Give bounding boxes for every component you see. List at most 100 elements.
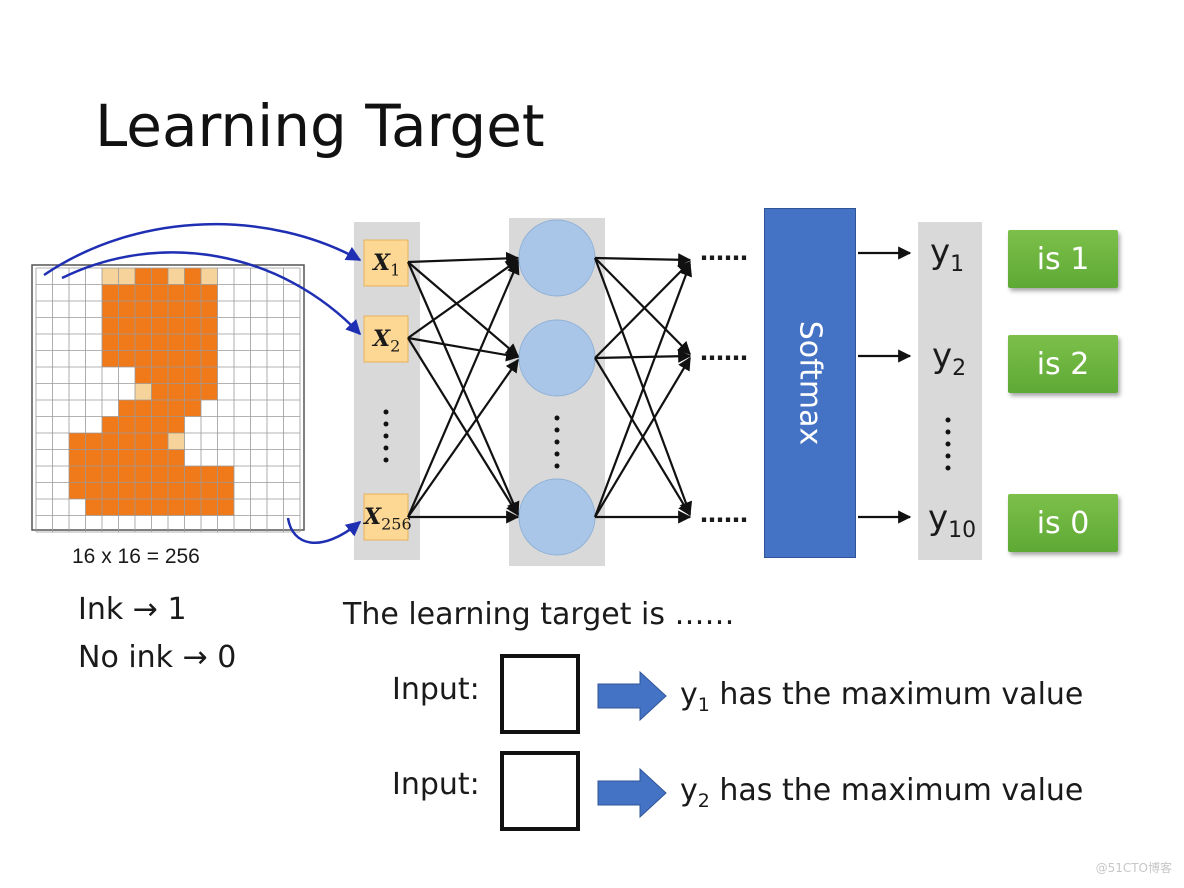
pixel-cell xyxy=(217,466,234,483)
pixel-cell xyxy=(184,400,201,417)
pixel-cell xyxy=(217,499,234,516)
pixel-cell xyxy=(184,482,201,499)
pixel-cell xyxy=(151,334,168,351)
ink-rule-2: No ink → 0 xyxy=(78,640,237,675)
pixel-cell xyxy=(118,268,135,285)
pixel-cell xyxy=(102,284,119,301)
pixel-cell xyxy=(102,466,119,483)
input-label-x2: X2 xyxy=(373,326,401,356)
pixel-cell xyxy=(168,268,185,285)
pixel-cell xyxy=(168,482,185,499)
vertical-ellipsis-input xyxy=(383,409,389,463)
pixel-cell xyxy=(151,350,168,367)
vertical-ellipsis-hidden xyxy=(554,415,560,469)
pixel-cell xyxy=(201,466,218,483)
pixel-cell xyxy=(151,466,168,483)
pixel-cell xyxy=(201,499,218,516)
pixel-cell xyxy=(201,367,218,384)
output-label-y2: y2 xyxy=(932,336,967,381)
pixel-cell xyxy=(85,482,102,499)
pixel-cell xyxy=(135,350,152,367)
digit-pixel-grid xyxy=(31,264,305,533)
pixel-cell xyxy=(151,482,168,499)
handwritten-one-image xyxy=(500,654,580,734)
input-box-x256 xyxy=(363,493,409,541)
pixel-cell xyxy=(85,466,102,483)
pixel-cell xyxy=(118,317,135,334)
pixel-cell xyxy=(102,416,119,433)
pixel-cell xyxy=(184,367,201,384)
pixel-cell xyxy=(102,317,119,334)
horizontal-ellipsis-2: …… xyxy=(700,338,748,366)
pixel-cell xyxy=(151,268,168,285)
grid-caption: 16 x 16 = 256 xyxy=(72,545,200,568)
pixel-cell xyxy=(184,317,201,334)
output-layer-column xyxy=(918,222,982,560)
is-0-label-box: is 0 xyxy=(1008,494,1118,552)
pixel-cell xyxy=(184,350,201,367)
hidden-neuron-3 xyxy=(518,478,596,556)
horizontal-ellipsis-3: …… xyxy=(700,500,748,528)
pixel-cell xyxy=(201,383,218,400)
pixel-cell xyxy=(85,499,102,516)
pixel-cell xyxy=(151,449,168,466)
pixel-to-input-arrows xyxy=(43,222,362,545)
pixel-cell xyxy=(151,367,168,384)
pixel-cell xyxy=(118,301,135,318)
hidden-next-connections xyxy=(593,253,693,524)
is-2-label-box: is 2 xyxy=(1008,335,1118,393)
example-2-result: y2 has the maximum value xyxy=(680,773,1084,812)
pixel-cell xyxy=(135,317,152,334)
pixel-cell xyxy=(102,350,119,367)
pixel-cell xyxy=(201,268,218,285)
pixel-cell xyxy=(69,433,86,450)
pixel-cell xyxy=(102,433,119,450)
pixel-cell xyxy=(168,334,185,351)
pixel-cell xyxy=(168,433,185,450)
pixel-cell xyxy=(168,317,185,334)
pixel-cell xyxy=(184,284,201,301)
hidden-neuron-1 xyxy=(518,219,596,297)
pixel-cell xyxy=(217,482,234,499)
pixel-cell xyxy=(184,268,201,285)
pixel-cell xyxy=(118,482,135,499)
vertical-ellipsis-output xyxy=(945,417,951,471)
pixel-cell xyxy=(118,499,135,516)
pixel-cell xyxy=(168,284,185,301)
pixel-cell xyxy=(135,449,152,466)
pixel-cell xyxy=(85,433,102,450)
watermark: @51CTO博客 xyxy=(1095,861,1172,875)
hidden-neuron-2 xyxy=(518,319,596,397)
ink-rule-1: Ink → 1 xyxy=(78,592,187,627)
pixel-cell xyxy=(118,466,135,483)
input-label-x256: X256 xyxy=(364,504,412,534)
pixel-cell xyxy=(201,350,218,367)
pixel-cell xyxy=(168,301,185,318)
example-1-result: y1 has the maximum value xyxy=(680,677,1084,716)
is-1-label-box: is 1 xyxy=(1008,230,1118,288)
pixel-cell xyxy=(151,400,168,417)
pixel-cell xyxy=(135,268,152,285)
block-arrows xyxy=(597,670,667,819)
pixel-cell xyxy=(151,416,168,433)
pixel-cell xyxy=(184,499,201,516)
input-box-x1 xyxy=(363,239,409,287)
pixel-cell xyxy=(151,317,168,334)
output-label-y10: y10 xyxy=(928,498,977,543)
pixel-cell xyxy=(135,416,152,433)
pixel-cell xyxy=(69,466,86,483)
pixel-cell xyxy=(135,383,152,400)
pixel-cell xyxy=(151,433,168,450)
pixel-cell xyxy=(201,301,218,318)
pixel-cell xyxy=(184,301,201,318)
pixel-cell xyxy=(201,284,218,301)
pixel-cell xyxy=(201,317,218,334)
example-2-input-label: Input: xyxy=(392,767,480,802)
pixel-cell xyxy=(168,367,185,384)
pixel-cell xyxy=(118,334,135,351)
pixel-cell xyxy=(151,499,168,516)
pixel-cell xyxy=(135,482,152,499)
example-1-input-label: Input: xyxy=(392,672,480,707)
pixel-cell xyxy=(201,482,218,499)
